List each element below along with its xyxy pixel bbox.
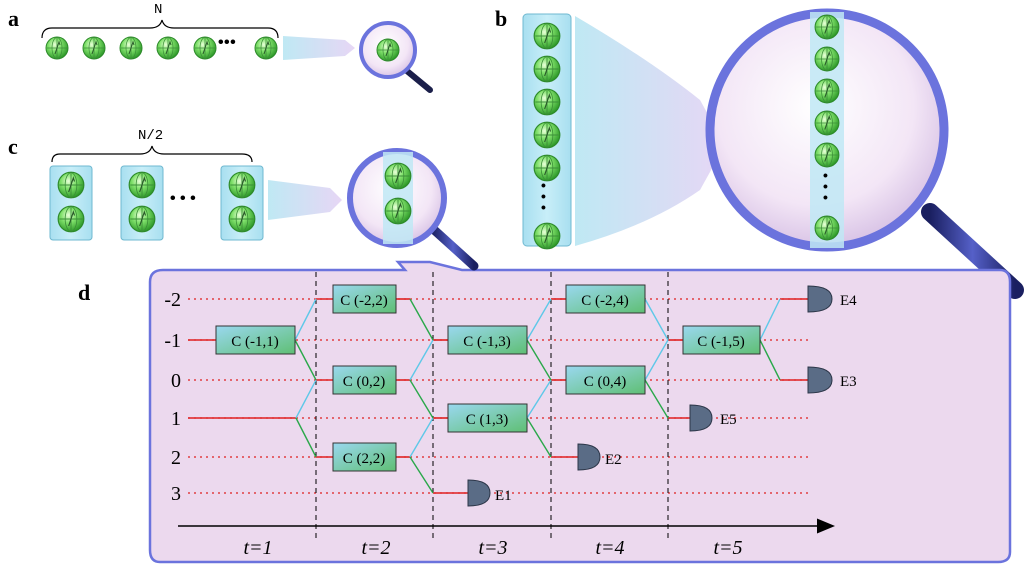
detector: E4: [807, 285, 857, 313]
gate: C (2,2): [332, 442, 397, 472]
qubit: [128, 205, 156, 233]
ellipsis-a: • • •: [218, 34, 236, 51]
detector-label: E2: [605, 452, 622, 468]
qubit: [228, 205, 256, 233]
gate-label: C (1,3): [466, 412, 509, 428]
magnifier-a: [359, 21, 433, 93]
gate-label: C (-1,5): [697, 334, 745, 350]
qubit: [814, 14, 840, 40]
panel-b: [522, 8, 1024, 299]
row-label: 2: [171, 447, 181, 469]
qubit-pair: [120, 165, 164, 241]
qubit: [57, 171, 85, 199]
panel-d: C (-1,1) C (-2,2) C (0,2) C (2,2) C (-1,…: [148, 148, 1012, 564]
detector-label: E3: [840, 374, 857, 390]
gate: C (-2,4): [565, 284, 646, 314]
qubit: [254, 36, 278, 60]
detector: E5: [689, 404, 737, 432]
brace-label-a: N: [154, 2, 163, 18]
branch-lines-up: [294, 298, 781, 458]
magnifier-b: [705, 8, 1024, 299]
gate: C (-1,5): [682, 325, 761, 355]
qubit: [384, 197, 412, 225]
qubit: [814, 110, 840, 136]
qubit: [814, 46, 840, 72]
qubit: [57, 205, 85, 233]
brace-a: [41, 19, 279, 39]
qubit: [814, 78, 840, 104]
qubit: [533, 22, 561, 50]
magnifier-c: [347, 148, 479, 271]
gate-label: C (-2,4): [581, 293, 629, 309]
detector: E3: [807, 366, 857, 394]
qubit: [533, 88, 561, 116]
time-label: t=2: [361, 537, 390, 559]
time-label: t=4: [595, 537, 624, 559]
gate-label: C (-1,3): [463, 334, 511, 350]
detector-label: E1: [495, 488, 512, 504]
row-labels: -2 -1 0 1 2 3: [164, 289, 181, 505]
detector: E1: [467, 479, 512, 507]
ellipsis-c: • • •: [170, 190, 196, 207]
signal-lines: [188, 298, 808, 494]
row-label: -1: [164, 330, 181, 352]
ellipsis-b: • • •: [541, 177, 546, 215]
beam-b: [575, 16, 725, 246]
qubit: [814, 142, 840, 168]
row-label: -2: [164, 289, 181, 311]
panel-label-d: d: [78, 280, 91, 305]
qubit-pair: [49, 165, 93, 241]
time-label: t=3: [478, 537, 507, 559]
qubit: [533, 222, 561, 250]
detector: E2: [577, 443, 622, 471]
detector-label: E5: [720, 412, 737, 428]
time-labels: t=1 t=2 t=3 t=4 t=5: [243, 537, 742, 559]
panel-label-c: c: [8, 134, 18, 159]
qubit: [193, 36, 217, 60]
detector-label: E4: [840, 293, 857, 309]
circuit-panel: [148, 260, 1012, 564]
qubit-chain-a: [45, 36, 278, 60]
panel-label-a: a: [8, 6, 19, 31]
row-label: 3: [171, 483, 181, 505]
gate-label: C (2,2): [343, 451, 386, 467]
row-label: 0: [171, 370, 181, 392]
branch-lines-down: [294, 298, 781, 494]
qubit: [128, 171, 156, 199]
gate-label: C (0,4): [584, 374, 627, 390]
panel-a: [41, 19, 433, 93]
qubit: [156, 36, 180, 60]
time-label: t=1: [243, 537, 272, 559]
qubit: [533, 154, 561, 182]
qubit: [119, 36, 143, 60]
gate-label: C (-2,2): [340, 293, 388, 309]
brace-c: [51, 145, 253, 163]
beam-c: [268, 180, 342, 220]
gate: C (0,2): [332, 365, 397, 395]
qubit: [533, 55, 561, 83]
gate: C (-1,1): [215, 325, 296, 355]
qubit: [82, 36, 106, 60]
time-label: t=5: [713, 537, 742, 559]
gate: C (-1,3): [447, 325, 528, 355]
gate-label: C (0,2): [343, 374, 386, 390]
qubit: [814, 215, 840, 241]
qubit-pair: [220, 165, 264, 241]
panel-label-b: b: [495, 6, 508, 31]
qubit: [384, 162, 412, 190]
gate: C (0,4): [565, 365, 646, 395]
qubit: [376, 38, 400, 62]
beam-a: [283, 36, 355, 60]
qubit: [533, 121, 561, 149]
qubit: [45, 36, 69, 60]
row-label: 1: [171, 408, 181, 430]
brace-label-c: N/2: [138, 128, 164, 144]
qubit: [228, 171, 256, 199]
gate: C (-2,2): [332, 284, 397, 314]
ellipsis-b-magnified: • • •: [823, 167, 828, 205]
gate-label: C (-1,1): [231, 334, 279, 350]
gate: C (1,3): [447, 403, 528, 433]
panel-c: [49, 145, 342, 241]
